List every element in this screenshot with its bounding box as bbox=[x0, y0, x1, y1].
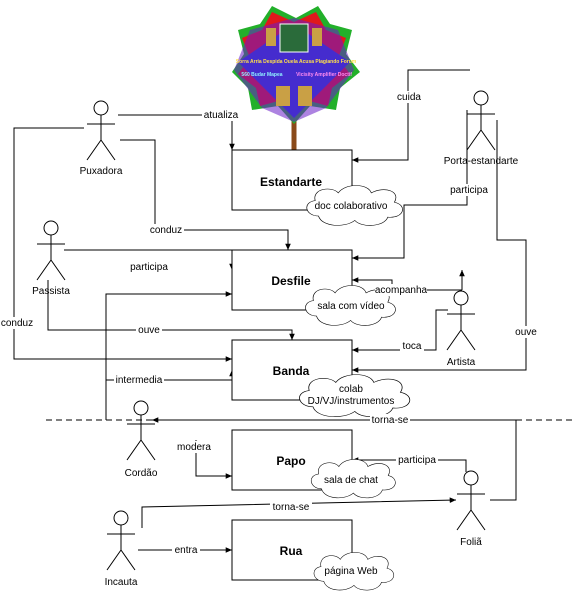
label-acompanha: acompanha bbox=[375, 285, 428, 296]
actor-porta-estandarte[interactable]: Porta-estandarte bbox=[444, 90, 519, 167]
edge-intermedia-desfile bbox=[105, 291, 232, 420]
label-conduz-left: conduz bbox=[1, 318, 33, 329]
label-ouve-passista: ouve bbox=[138, 325, 160, 336]
label-ouve-porta: ouve bbox=[515, 327, 537, 338]
edge-conduz-left bbox=[13, 127, 232, 362]
box-desfile-title: Desfile bbox=[271, 274, 311, 288]
label-participa-passista: participa bbox=[130, 262, 168, 273]
edge-participa-porta bbox=[352, 110, 468, 261]
edge-torna-se-incauta bbox=[141, 497, 457, 528]
label-torna-se-incauta: torna-se bbox=[273, 502, 310, 513]
emblem-text-line1: Sorra Arria Despida Ouela Acusa Plagiand… bbox=[236, 59, 357, 65]
box-banda-title: Banda bbox=[273, 364, 310, 378]
cloud-estandarte-label: doc colaborativo bbox=[315, 201, 388, 212]
cloud-banda-label-1: colab bbox=[339, 384, 363, 395]
cloud-banda-label-2: DJ/VJ/instrumentos bbox=[308, 396, 395, 407]
cloud-papo-label: sala de chat bbox=[324, 475, 378, 486]
actor-porta-estandarte-label: Porta-estandarte bbox=[444, 156, 519, 167]
actor-artista[interactable]: Artista bbox=[446, 290, 476, 368]
emblem-text-line2b: Vicisity Amplifier Doctif bbox=[296, 72, 352, 78]
box-papo-title: Papo bbox=[276, 454, 305, 468]
actor-puxadora-label: Puxadora bbox=[80, 166, 123, 177]
label-conduz-puxadora: conduz bbox=[150, 225, 182, 236]
label-torna-se-top: torna-se bbox=[372, 415, 409, 426]
actor-cordao[interactable]: Cordão bbox=[125, 400, 158, 479]
label-intermedia: intermedia bbox=[116, 375, 163, 386]
actor-puxadora[interactable]: Puxadora bbox=[80, 100, 123, 177]
emblem-photo-top bbox=[279, 23, 309, 53]
cloud-desfile-label: sala com vídeo bbox=[317, 301, 385, 312]
cloud-rua-label: página Web bbox=[324, 566, 378, 577]
label-atualiza: atualiza bbox=[204, 110, 239, 121]
emblem-purple-overlay bbox=[234, 18, 354, 122]
label-participa-porta: participa bbox=[450, 185, 488, 196]
emblem-text-line2a: 560 Budar Mapea bbox=[241, 72, 282, 78]
actor-cordao-label: Cordão bbox=[125, 468, 158, 479]
label-cuida: cuida bbox=[397, 92, 421, 103]
emblem-photo-bottom-left bbox=[276, 86, 290, 106]
label-toca: toca bbox=[403, 341, 422, 352]
box-rua-title: Rua bbox=[280, 544, 303, 558]
emblem-photo-bottom-right bbox=[298, 86, 312, 106]
actor-incauta[interactable]: Incauta bbox=[105, 510, 138, 588]
actor-artista-label: Artista bbox=[447, 357, 476, 368]
edge-cuida bbox=[352, 69, 470, 163]
box-estandarte-title: Estandarte bbox=[260, 175, 322, 189]
label-participa-folia: participa bbox=[398, 455, 436, 466]
actor-passista-label: Passista bbox=[32, 286, 70, 297]
edge-participa-folia bbox=[352, 457, 467, 472]
actor-folia-label: Foliã bbox=[460, 537, 482, 548]
label-modera: modera bbox=[177, 442, 211, 453]
edge-toca bbox=[352, 309, 448, 353]
edge-ouve-porta bbox=[352, 120, 527, 373]
actor-incauta-label: Incauta bbox=[105, 577, 138, 588]
actor-folia[interactable]: Foliã bbox=[456, 470, 486, 548]
label-entra: entra bbox=[175, 545, 198, 556]
emblem-photo-left bbox=[266, 28, 276, 46]
estandarte-emblem: Sorra Arria Despida Ouela Acusa Plagiand… bbox=[232, 6, 360, 150]
edge-torna-se-top bbox=[152, 417, 517, 501]
emblem-photo-right bbox=[312, 28, 322, 46]
actor-passista[interactable]: Passista bbox=[32, 220, 70, 297]
edge-ouve-passista bbox=[47, 280, 295, 340]
